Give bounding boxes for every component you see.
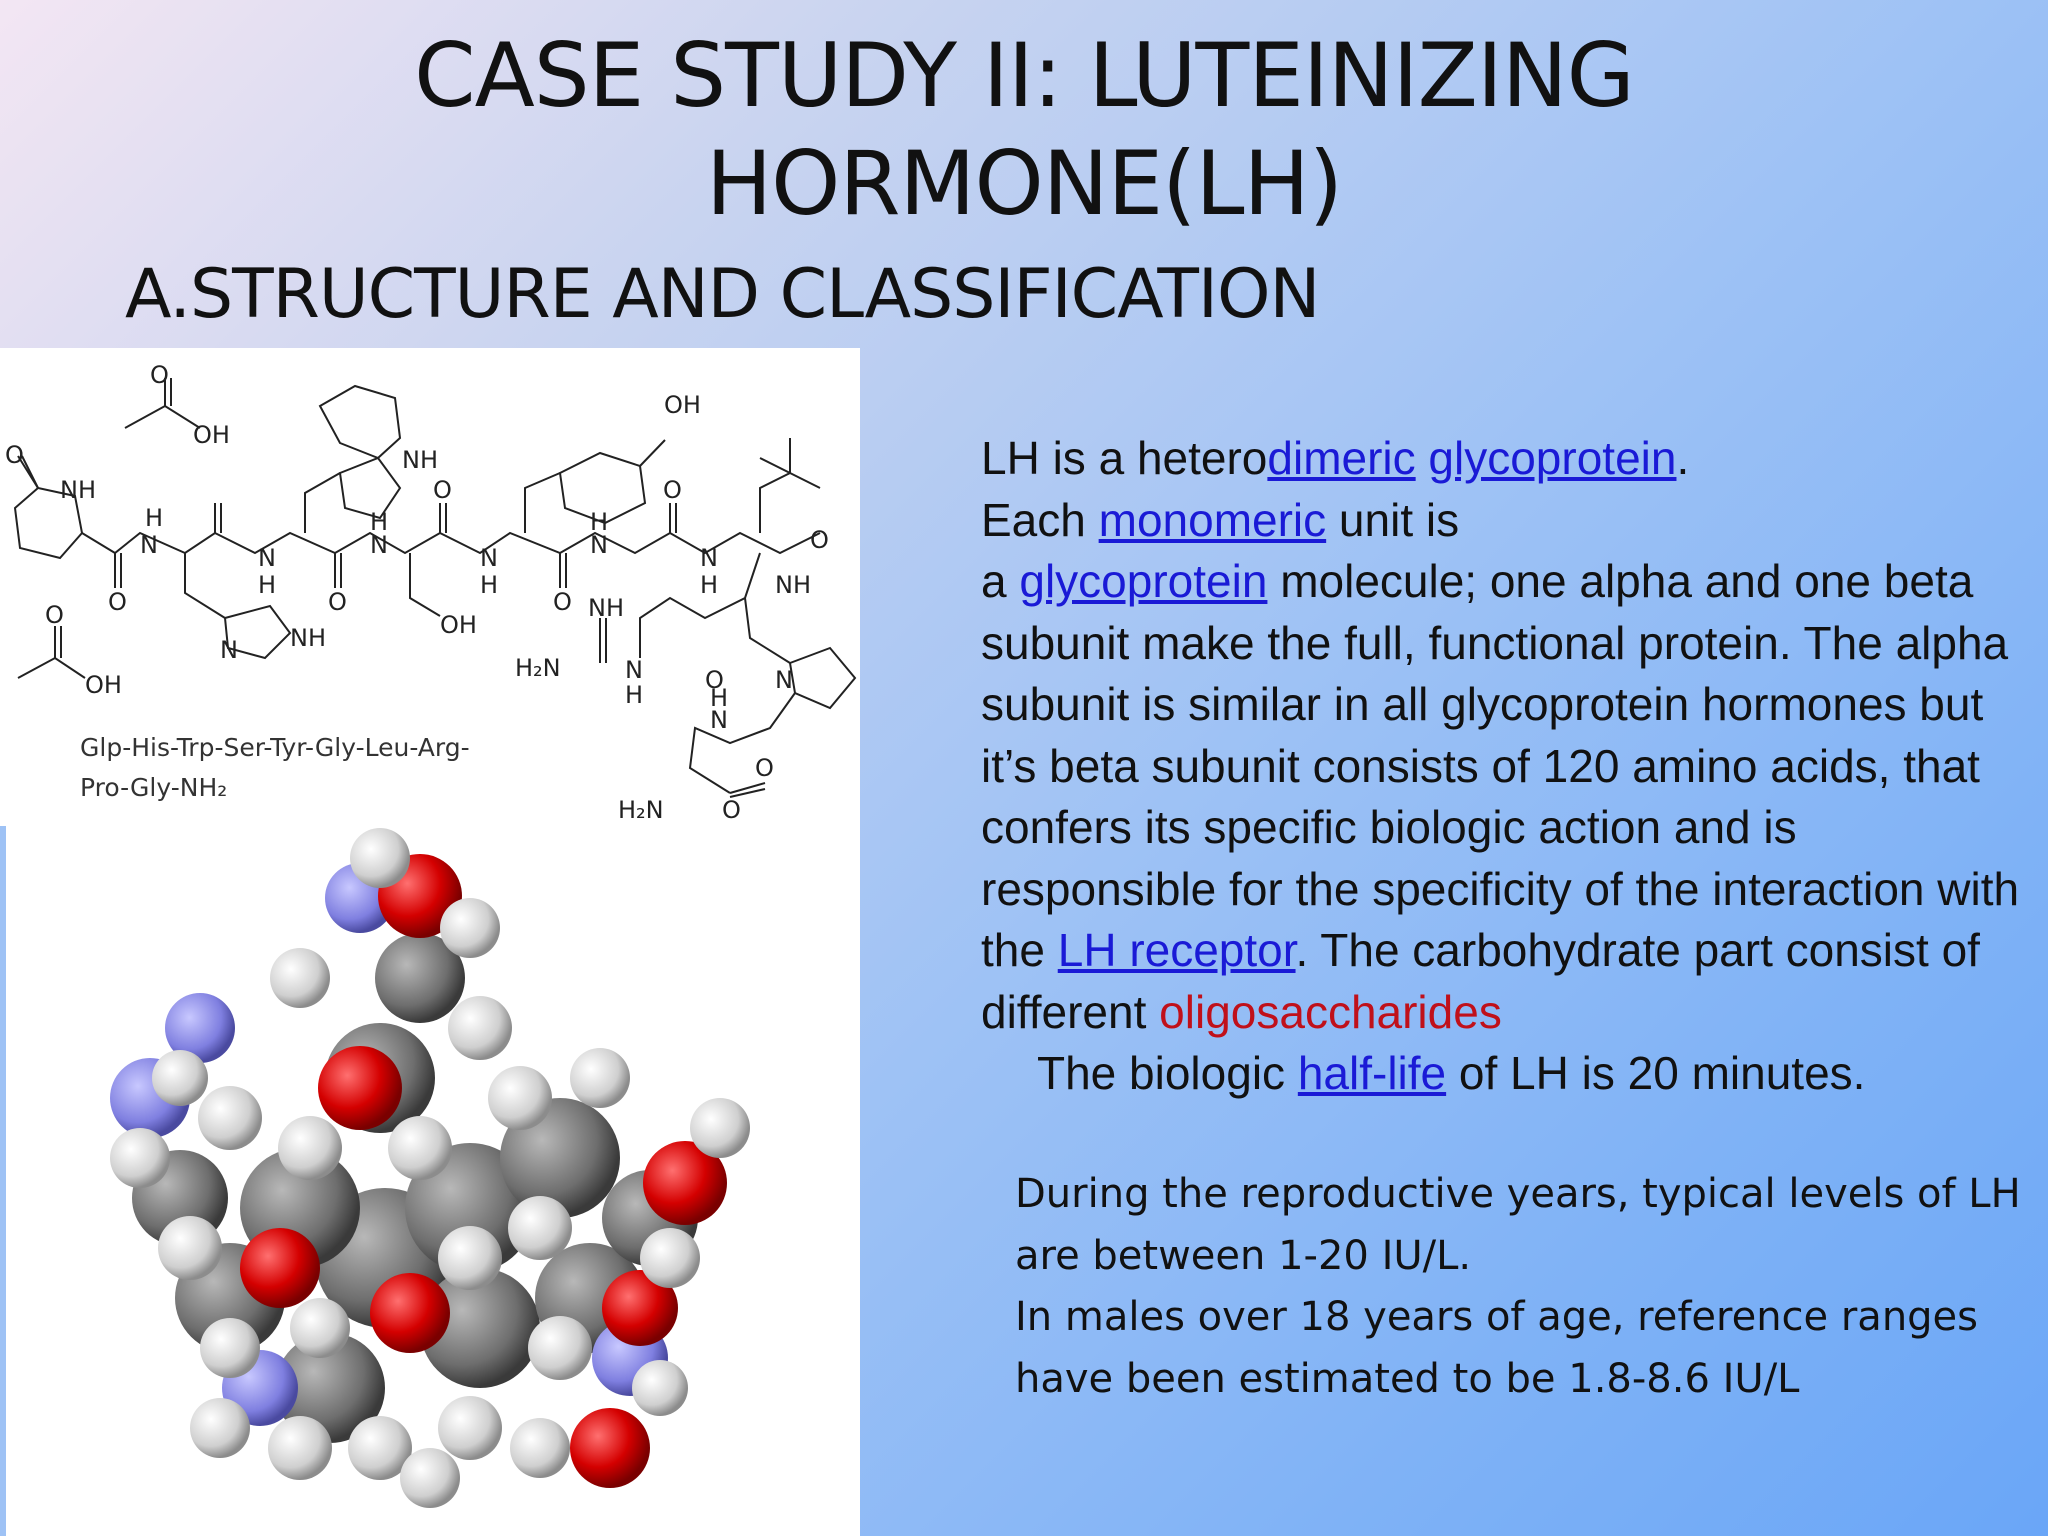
formula-label: OH (440, 611, 477, 639)
formula-label: H₂N (618, 796, 664, 824)
link-monomeric[interactable]: monomeric (1098, 493, 1327, 546)
formula-label: H₂N (515, 654, 561, 682)
formula-label: N (625, 656, 643, 684)
paragraph-3: a glycoprotein molecule; one alpha and o… (981, 551, 2021, 1043)
formula-label: H (700, 571, 718, 599)
formula-label: OH (664, 391, 701, 419)
formula-label: O (45, 601, 64, 629)
formula-label: NH (290, 624, 326, 652)
text-span: . (1676, 432, 1690, 484)
space-filling-molecule-model (110, 828, 750, 1508)
formula-label: O (5, 441, 24, 469)
text-span: LH is a hetero (981, 432, 1268, 484)
formula-label: O (705, 666, 724, 694)
formula-label: H (590, 508, 608, 536)
description-text: LH is a heterodimeric glycoprotein. Each… (981, 428, 2021, 1105)
title-line-1: CASE STUDY II: LUTEINIZING (414, 24, 1635, 127)
formula-label: OH (85, 671, 122, 699)
formula-label: O (722, 796, 741, 824)
formula-label: N (220, 636, 238, 664)
oligosaccharides-term: oligosaccharides (1159, 985, 1502, 1038)
paragraph-4: The biologic half-life of LH is 20 minut… (981, 1043, 2021, 1105)
formula-label: O (810, 526, 829, 554)
paragraph-2: Each monomeric unit is (981, 490, 2021, 552)
link-lh-receptor[interactable]: LH receptor (1057, 924, 1296, 976)
formula-label: H (145, 504, 163, 532)
link-dimeric[interactable]: dimeric (1267, 432, 1416, 484)
peptide-sequence-line-1: Glp-His-Trp-Ser-Tyr-Gly-Leu-Arg- (80, 733, 470, 762)
text-span: molecule; one alpha and one beta subunit… (981, 555, 2020, 976)
formula-label: N (370, 531, 388, 559)
formula-label: H (480, 571, 498, 599)
formula-label: N (710, 706, 728, 734)
link-glycoprotein[interactable]: glycoprotein (1428, 432, 1677, 484)
formula-label: O (328, 588, 347, 616)
text-span: a (981, 555, 1020, 607)
formula-label: N (590, 531, 608, 559)
molecule-image-panel: O OH O NH H N O N H NH N NH H N O OH O N… (0, 348, 860, 1536)
formula-label: NH (775, 571, 811, 599)
formula-label: O (755, 754, 774, 782)
text-span: Each (981, 493, 1099, 546)
paragraph-1: LH is a heterodimeric glycoprotein. (981, 428, 2021, 490)
formula-label: NH (588, 594, 624, 622)
formula-label: OH (193, 421, 230, 449)
text-span: The biologic (1037, 1047, 1298, 1099)
paragraph-5: During the reproductive years, typical l… (1015, 1171, 2021, 1279)
formula-label: N (700, 544, 718, 572)
link-glycoprotein[interactable]: glycoprotein (1019, 555, 1268, 607)
text-span: . The carbohydrate part consist of diffe… (981, 924, 1980, 1038)
structural-formula-diagram: O OH O NH H N O N H NH N NH H N O OH O N… (5, 361, 857, 824)
formula-label: H (258, 571, 276, 599)
formula-label: O (150, 361, 169, 389)
formula-label: H (625, 681, 643, 709)
section-heading: A.STRUCTURE AND CLASSIFICATION (125, 255, 1320, 334)
formula-label: NH (402, 446, 438, 474)
formula-label: O (433, 476, 452, 504)
text-span: unit is (1326, 493, 1460, 546)
formula-label: O (108, 588, 127, 616)
formula-label: H (710, 684, 728, 712)
formula-label: O (663, 476, 682, 504)
peptide-sequence-line-2: Pro-Gly-NH₂ (80, 773, 228, 802)
reference-levels-text: During the reproductive years, typical l… (981, 1164, 2021, 1410)
paragraph-6: In males over 18 years of age, reference… (1015, 1294, 1979, 1402)
link-half-life[interactable]: half-life (1297, 1047, 1447, 1099)
formula-label: H (370, 508, 388, 536)
formula-label: N (775, 666, 793, 694)
formula-label: NH (60, 476, 96, 504)
text-span: of LH is 20 minutes. (1446, 1047, 1866, 1099)
formula-label: N (140, 531, 158, 559)
title-line-2: HORMONE(LH) (705, 132, 1343, 235)
peptide-sequence: Glp-His-Trp-Ser-Tyr-Gly-Leu-Arg- Pro-Gly… (80, 728, 470, 808)
formula-label: N (480, 544, 498, 572)
slide-title: CASE STUDY II: LUTEINIZING HORMONE(LH) (200, 22, 1848, 238)
formula-label: O (553, 588, 572, 616)
formula-label: N (258, 544, 276, 572)
